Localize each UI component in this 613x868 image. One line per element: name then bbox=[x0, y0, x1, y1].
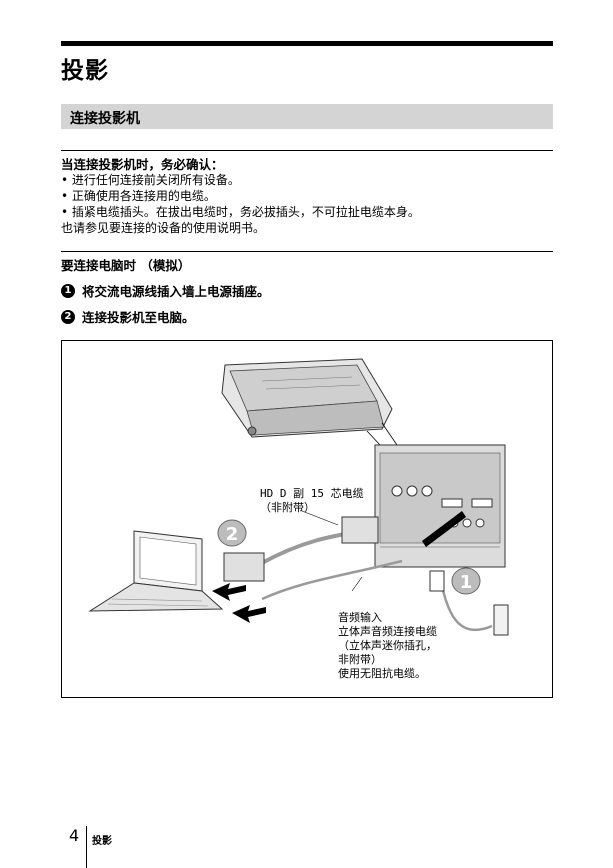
bullet-marker: • bbox=[61, 173, 69, 187]
reference-note: 也请参见要连接的设备的使用说明书。 bbox=[61, 221, 266, 235]
step-text: 将交流电源线插入墙上电源插座。 bbox=[82, 284, 270, 299]
divider bbox=[61, 150, 553, 151]
audio-cable-label: 音频输入 立体声音频连接电缆 （立体声迷你插孔， 非附带） 使用无阻抗电缆。 bbox=[338, 611, 437, 681]
bullet-item: • 插紧电缆插头。在拔出电缆时，务必拔插头，不可拉扯电缆本身。 bbox=[61, 203, 420, 220]
arrow-icon bbox=[232, 605, 266, 623]
label-line: （立体声迷你插孔， bbox=[338, 639, 437, 652]
step-number: 2 bbox=[61, 309, 75, 324]
title-rule bbox=[61, 41, 553, 46]
arrow-icon bbox=[422, 511, 466, 547]
step-2: 2 连接投影机至电脑。 bbox=[61, 307, 195, 326]
label-line: 非附带） bbox=[338, 653, 382, 666]
label-line: HD D 副 15 芯电缆 bbox=[260, 487, 364, 500]
bullet-text: 插紧电缆插头。在拔出电缆时，务必拔插头，不可拉扯电缆本身。 bbox=[71, 205, 420, 219]
bullet-item: • 正确使用各连接用的电缆。 bbox=[61, 187, 216, 204]
callout-1-text: 1 bbox=[460, 572, 473, 593]
connection-diagram: 2 1 HD D 副 15 芯电缆 （非附带） 音频输入 立体声音频连接电缆 （… bbox=[61, 340, 553, 698]
confirm-heading: 当连接投影机时，务必确认： bbox=[61, 157, 224, 172]
label-line: 音频输入 bbox=[338, 611, 382, 624]
laptop-illustration bbox=[88, 530, 224, 612]
arrow-icon bbox=[212, 583, 246, 601]
divider bbox=[61, 251, 553, 252]
page-number: 4 bbox=[69, 826, 80, 845]
label-line: 使用无阻抗电缆。 bbox=[338, 667, 426, 680]
bullet-text: 进行任何连接前关闭所有设备。 bbox=[71, 173, 240, 187]
label-line: 立体声音频连接电缆 bbox=[338, 625, 437, 638]
footer-section-label: 投影 bbox=[92, 836, 112, 847]
computer-heading: 要连接电脑时 （模拟） bbox=[61, 258, 191, 273]
label-line: （非附带） bbox=[260, 501, 315, 514]
connector-panel bbox=[374, 444, 506, 568]
step-1: 1 将交流电源线插入墙上电源插座。 bbox=[61, 281, 270, 300]
step-text: 连接投影机至电脑。 bbox=[82, 310, 195, 325]
section-header: 连接投影机 bbox=[61, 104, 553, 129]
callout-1-badge: 1 bbox=[451, 567, 481, 595]
bullet-text: 正确使用各连接用的电缆。 bbox=[71, 189, 216, 203]
step-number: 1 bbox=[61, 283, 75, 298]
page-title: 投影 bbox=[61, 58, 109, 84]
wall-outlet bbox=[493, 604, 509, 636]
footer-divider bbox=[86, 826, 87, 868]
callout-2-badge: 2 bbox=[217, 519, 247, 547]
connection-illustration: 2 1 bbox=[88, 358, 509, 636]
bullet-marker: • bbox=[61, 205, 69, 219]
hd-cable-label: HD D 副 15 芯电缆 （非附带） bbox=[260, 487, 364, 515]
bullet-item: • 进行任何连接前关闭所有设备。 bbox=[61, 171, 240, 188]
section-title: 连接投影机 bbox=[70, 111, 140, 127]
projector-illustration bbox=[221, 358, 393, 438]
bullet-marker: • bbox=[61, 189, 69, 203]
callout-2-text: 2 bbox=[226, 524, 239, 545]
